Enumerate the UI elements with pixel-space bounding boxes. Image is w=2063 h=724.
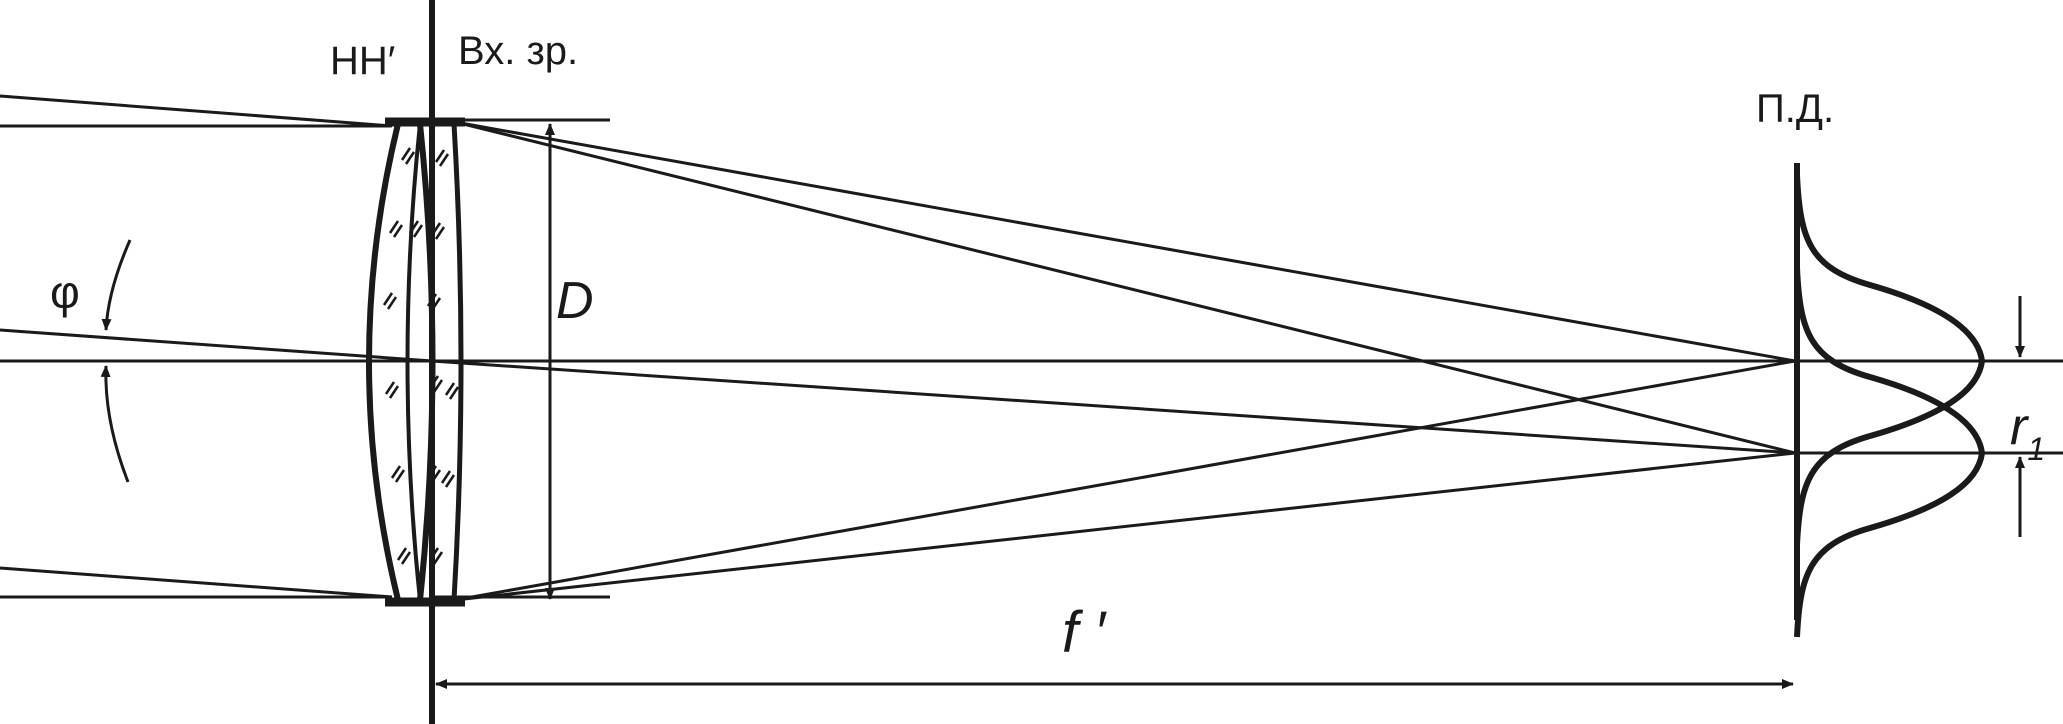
intensity-profile-offaxis [1794,267,1986,638]
intensity-profile-axis [1794,174,1986,546]
focal-length-label: f ′ [1062,600,1107,665]
resolution-subscript: 1 [2027,431,2045,467]
oblique-ray-bottom [0,566,393,599]
principal-planes-label: HH′ [330,39,395,83]
ray-bottom-to-offaxis-point [454,451,1796,602]
resolution-label: r1 [2010,398,2045,467]
ray-top-to-axis-point [454,120,1796,363]
ray-top-to-offaxis-point [454,120,1796,455]
entrance-pupil-label: Вх. зр. [458,29,578,73]
diameter-label: D [556,272,594,330]
field-angle-arc-bottom [100,365,130,483]
chief-ray-offaxis [431,359,1796,455]
oblique-ray-top [0,94,393,128]
resolution-r: r [2010,398,2030,456]
field-angle-arc-top [101,239,132,331]
field-angle-label: φ [50,266,80,318]
ray-bottom-to-axis-point [454,359,1796,602]
oblique-ray-mid [0,328,433,363]
image-plane-label: П.Д. [1756,87,1834,131]
